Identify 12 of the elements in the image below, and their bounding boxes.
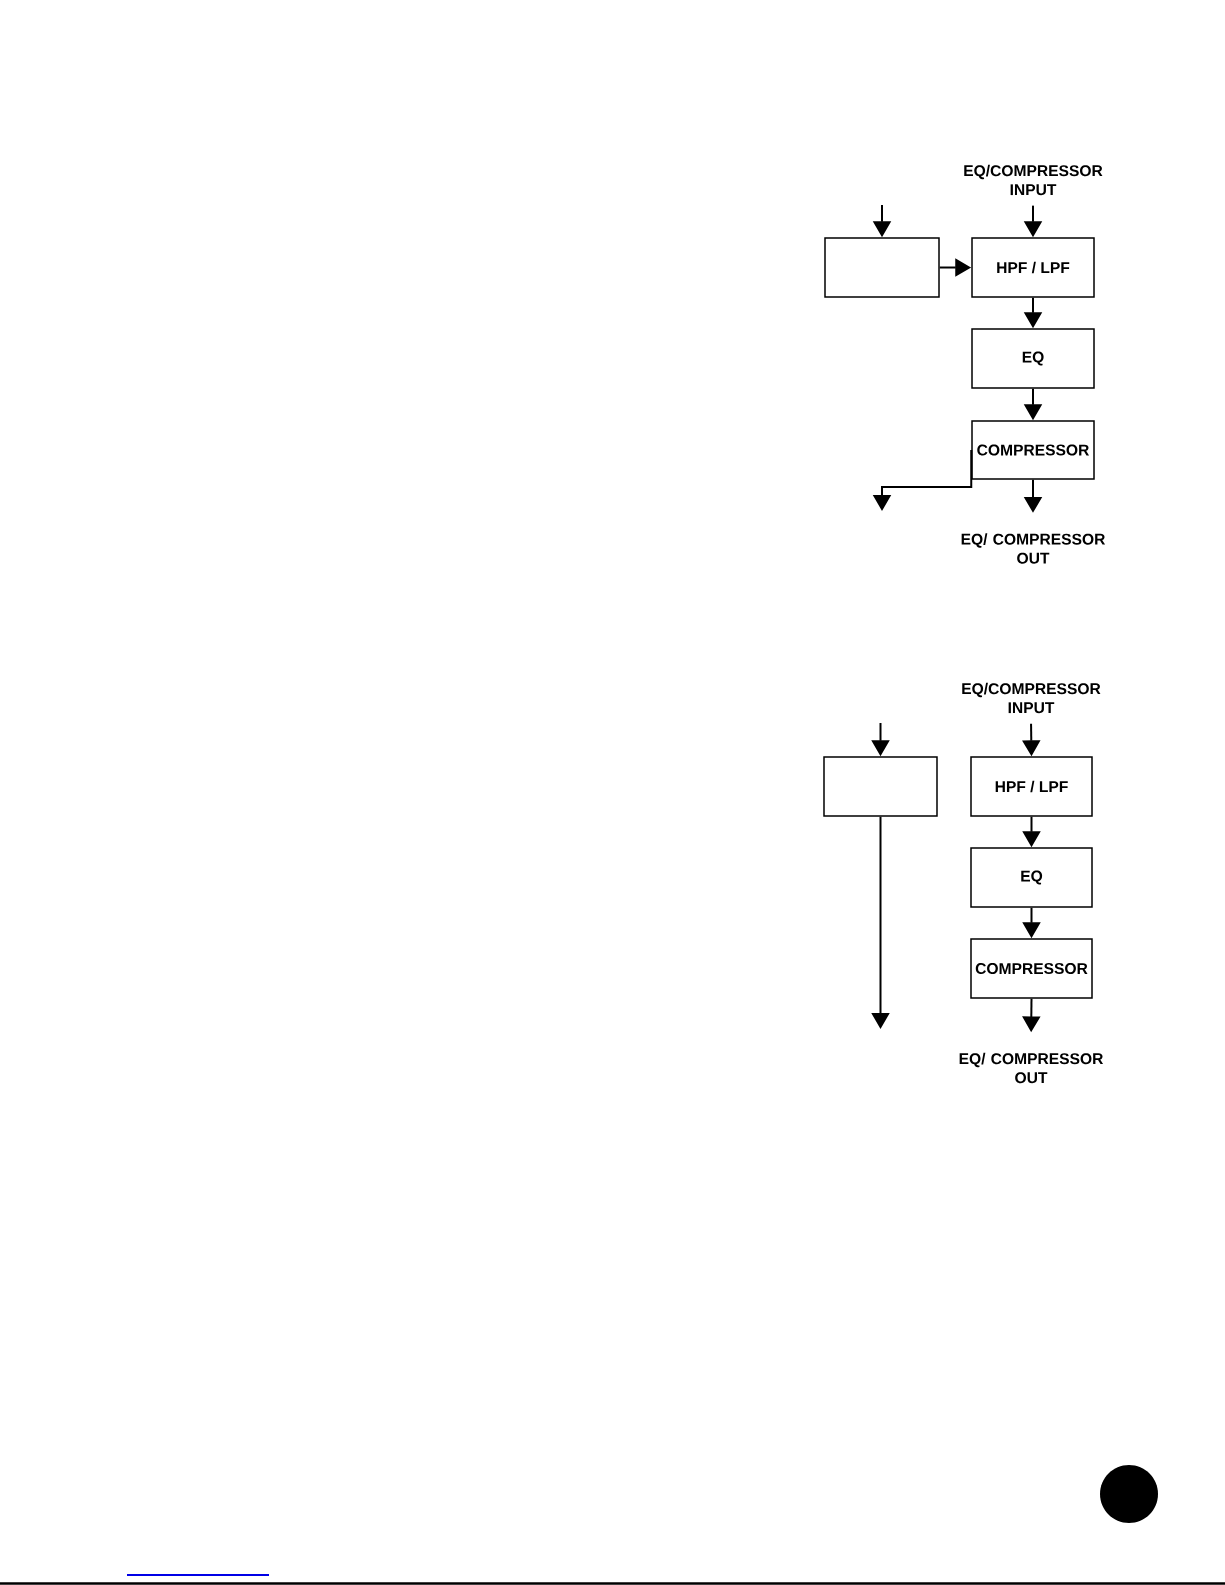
signal-label: EQ/ COMPRESSOR OUT [959, 1052, 1104, 1084]
signal-label: EQ/ COMPRESSOR OUT [961, 533, 1106, 564]
process-box: HPF / LPF [970, 756, 1093, 817]
empty-box [824, 237, 940, 298]
process-box: COMPRESSOR [970, 938, 1093, 999]
process-box: EQ [970, 847, 1093, 908]
process-box: COMPRESSOR [971, 420, 1095, 480]
empty-box [823, 756, 938, 817]
process-box: EQ [971, 328, 1095, 389]
signal-label: EQ/COMPRESSOR INPUT [962, 682, 1101, 714]
process-box: HPF / LPF [971, 237, 1095, 298]
signal-label: EQ/COMPRESSOR INPUT [964, 164, 1103, 196]
